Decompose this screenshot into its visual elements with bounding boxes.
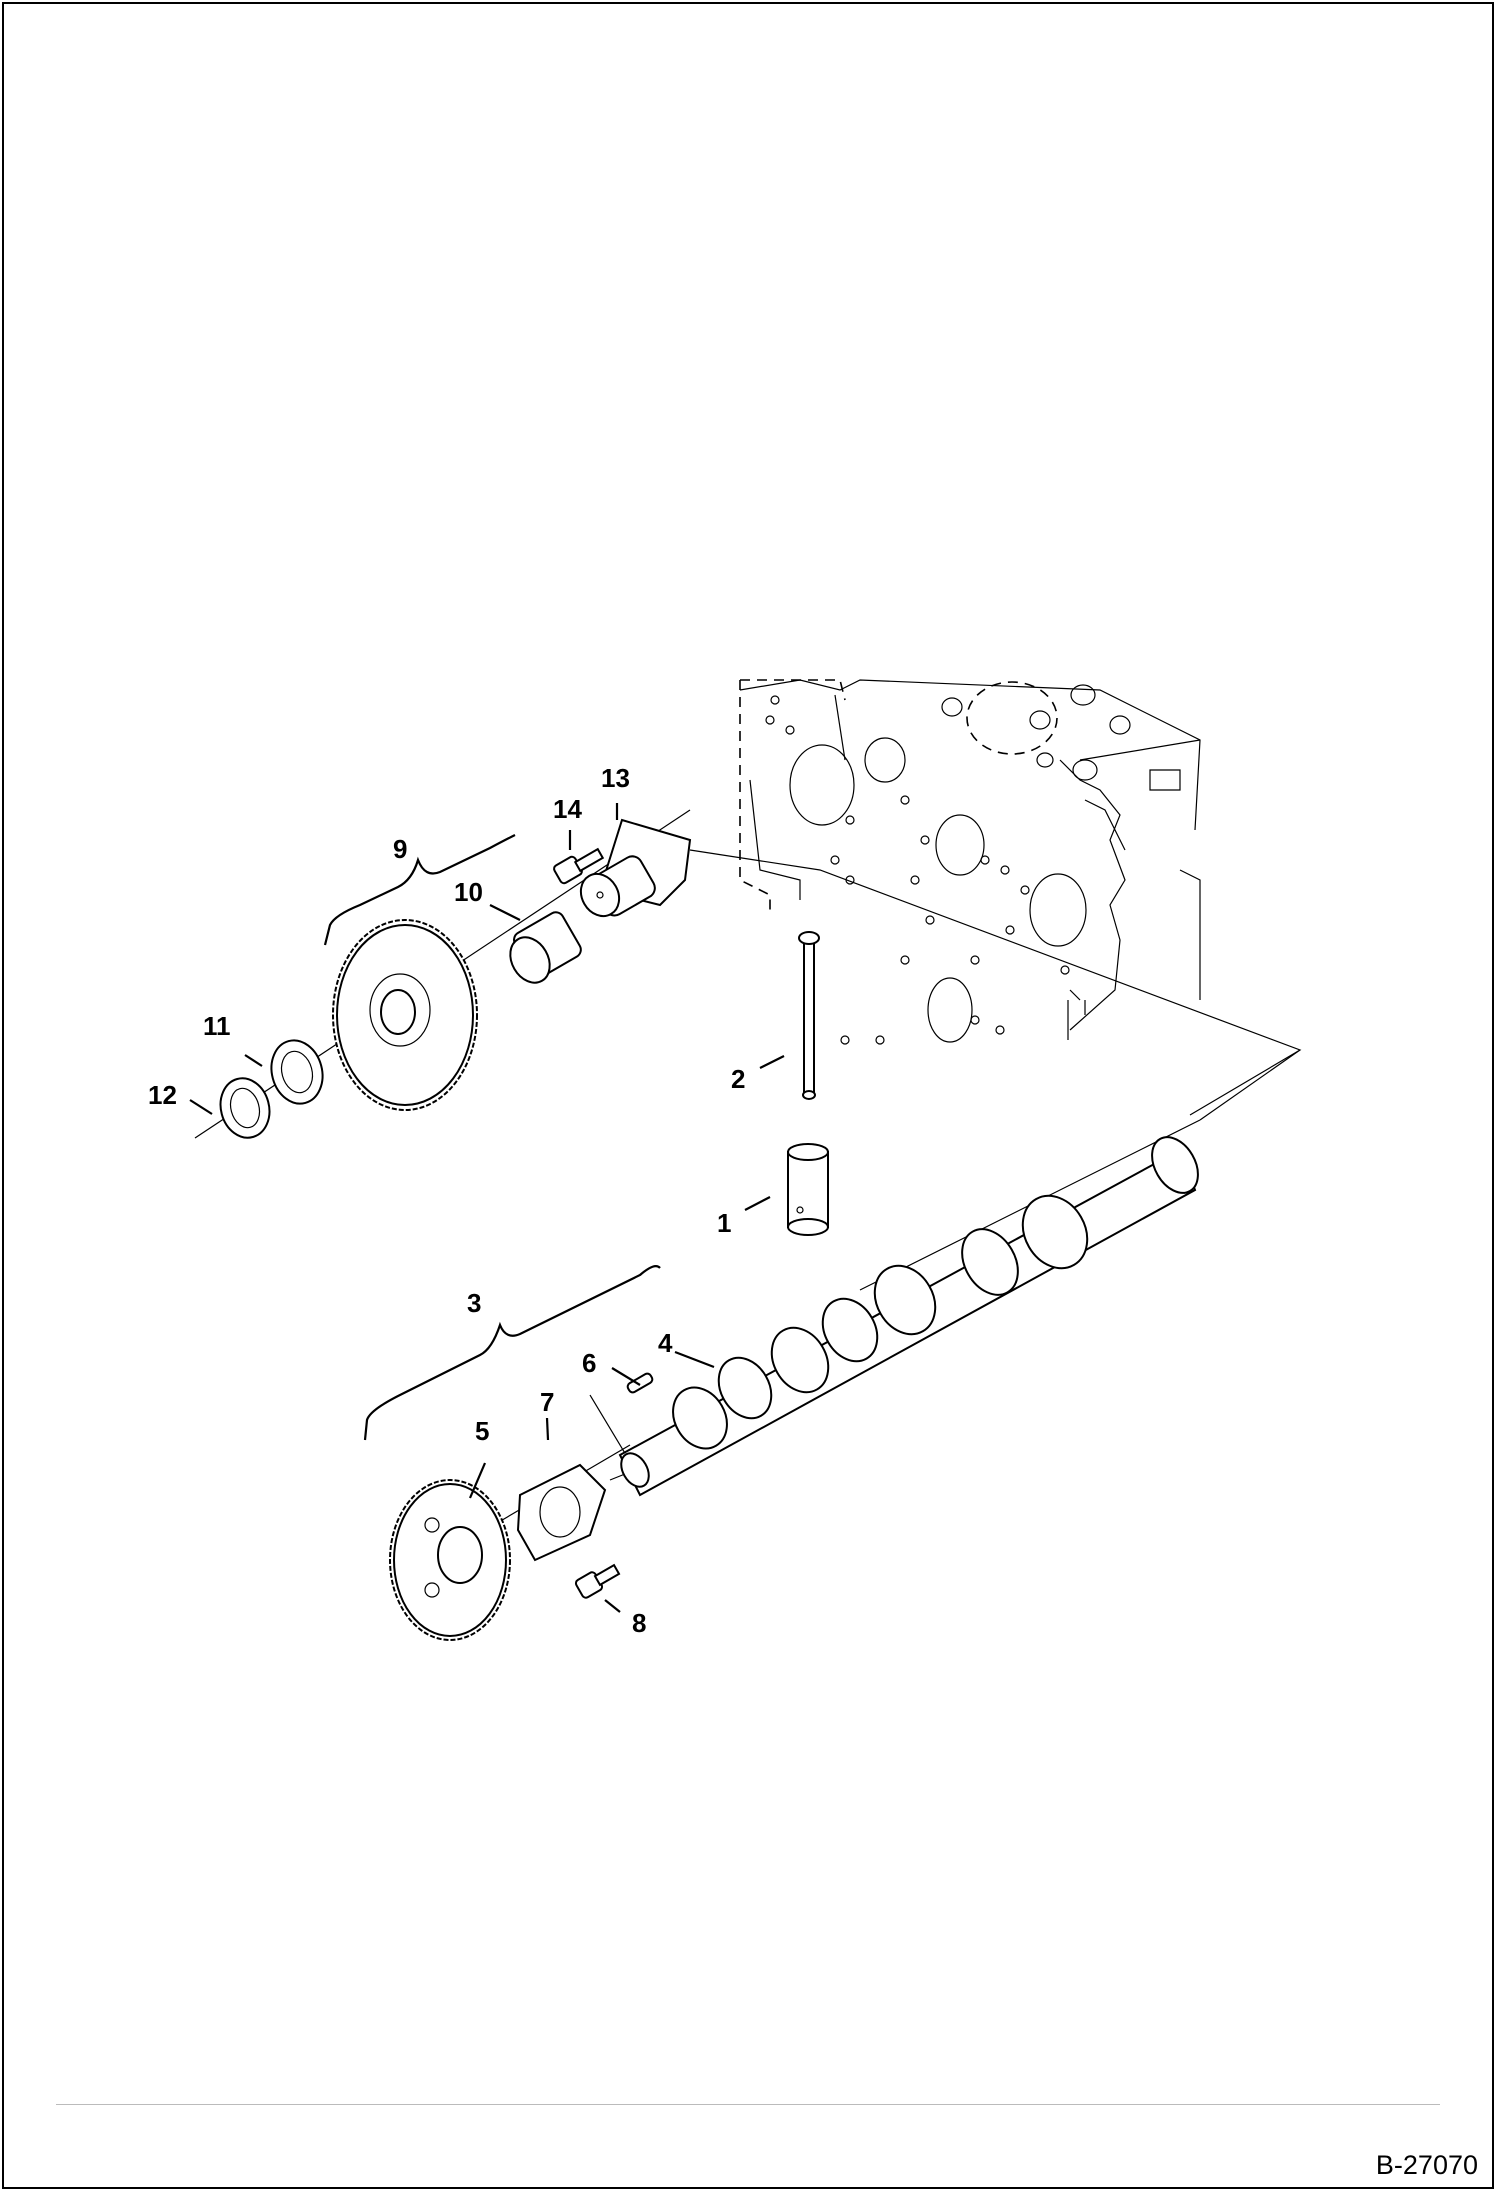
callout-12: 12: [148, 1080, 177, 1110]
snap-ring: [219, 1077, 271, 1139]
tappet: [787, 1143, 829, 1236]
callout-2: 2: [731, 1064, 745, 1094]
thrust-plate: [516, 1463, 607, 1562]
callout-13: 13: [601, 763, 630, 793]
callout-3: 3: [467, 1288, 481, 1318]
camshaft-gear: [389, 1479, 511, 1641]
push-rod: [798, 931, 820, 1100]
callout-4: 4: [658, 1328, 673, 1358]
callout-1: 1: [717, 1208, 731, 1238]
idler-gear: [332, 919, 478, 1111]
camshaft: [618, 1136, 1199, 1497]
footer-rule: [56, 2104, 1440, 2105]
callout-11: 11: [203, 1011, 231, 1041]
thrust-washer: [270, 1039, 324, 1105]
figure-reference: B-27070: [1375, 2150, 1478, 2180]
leader-lines: [189, 803, 785, 1613]
woodruff-key: [626, 1372, 654, 1394]
bolt-thrust-plate: [574, 1563, 621, 1599]
idler-shaft: [579, 818, 692, 918]
callout-14: 14: [553, 794, 582, 824]
brace-3: [363, 1265, 661, 1441]
callout-9: 9: [393, 834, 407, 864]
callout-7: 7: [540, 1387, 554, 1417]
idler-bushing: [509, 911, 582, 984]
callout-8: 8: [632, 1608, 646, 1638]
bolt-idler: [553, 847, 605, 885]
callout-10: 10: [454, 877, 483, 907]
brace-9: [323, 834, 516, 946]
engine-block-outline: [739, 679, 1201, 1045]
callout-6: 6: [582, 1348, 596, 1378]
callout-5: 5: [475, 1416, 489, 1446]
